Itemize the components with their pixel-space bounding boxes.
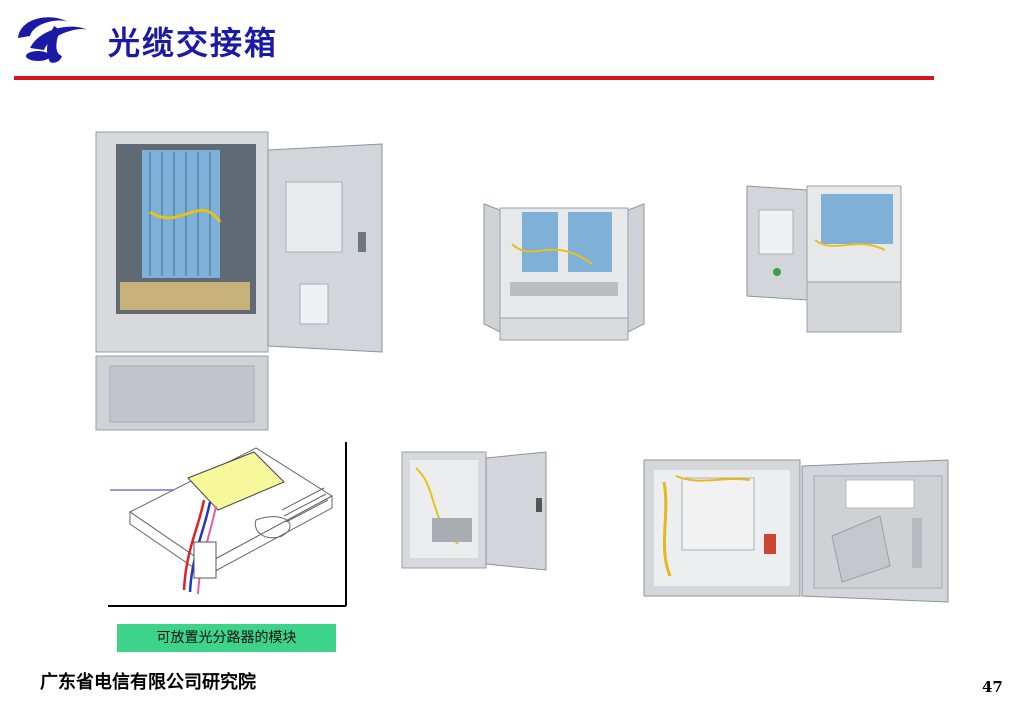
page-title: 光缆交接箱 — [108, 24, 279, 62]
small-wall-box-photo — [401, 451, 547, 571]
double-door-cabinet-photo — [483, 203, 645, 341]
splitter-module-drawing — [108, 442, 347, 607]
page-number: 47 — [982, 678, 1003, 696]
single-door-cabinet-photo — [746, 185, 902, 333]
large-cabinet-open-photo — [95, 131, 383, 431]
wall-box-open-photo — [643, 459, 949, 603]
title-divider — [14, 76, 934, 80]
china-telecom-logo — [18, 17, 88, 63]
footer-organization: 广东省电信有限公司研究院 — [40, 672, 256, 693]
splitter-module-caption: 可放置光分路器的模块 — [117, 624, 336, 652]
